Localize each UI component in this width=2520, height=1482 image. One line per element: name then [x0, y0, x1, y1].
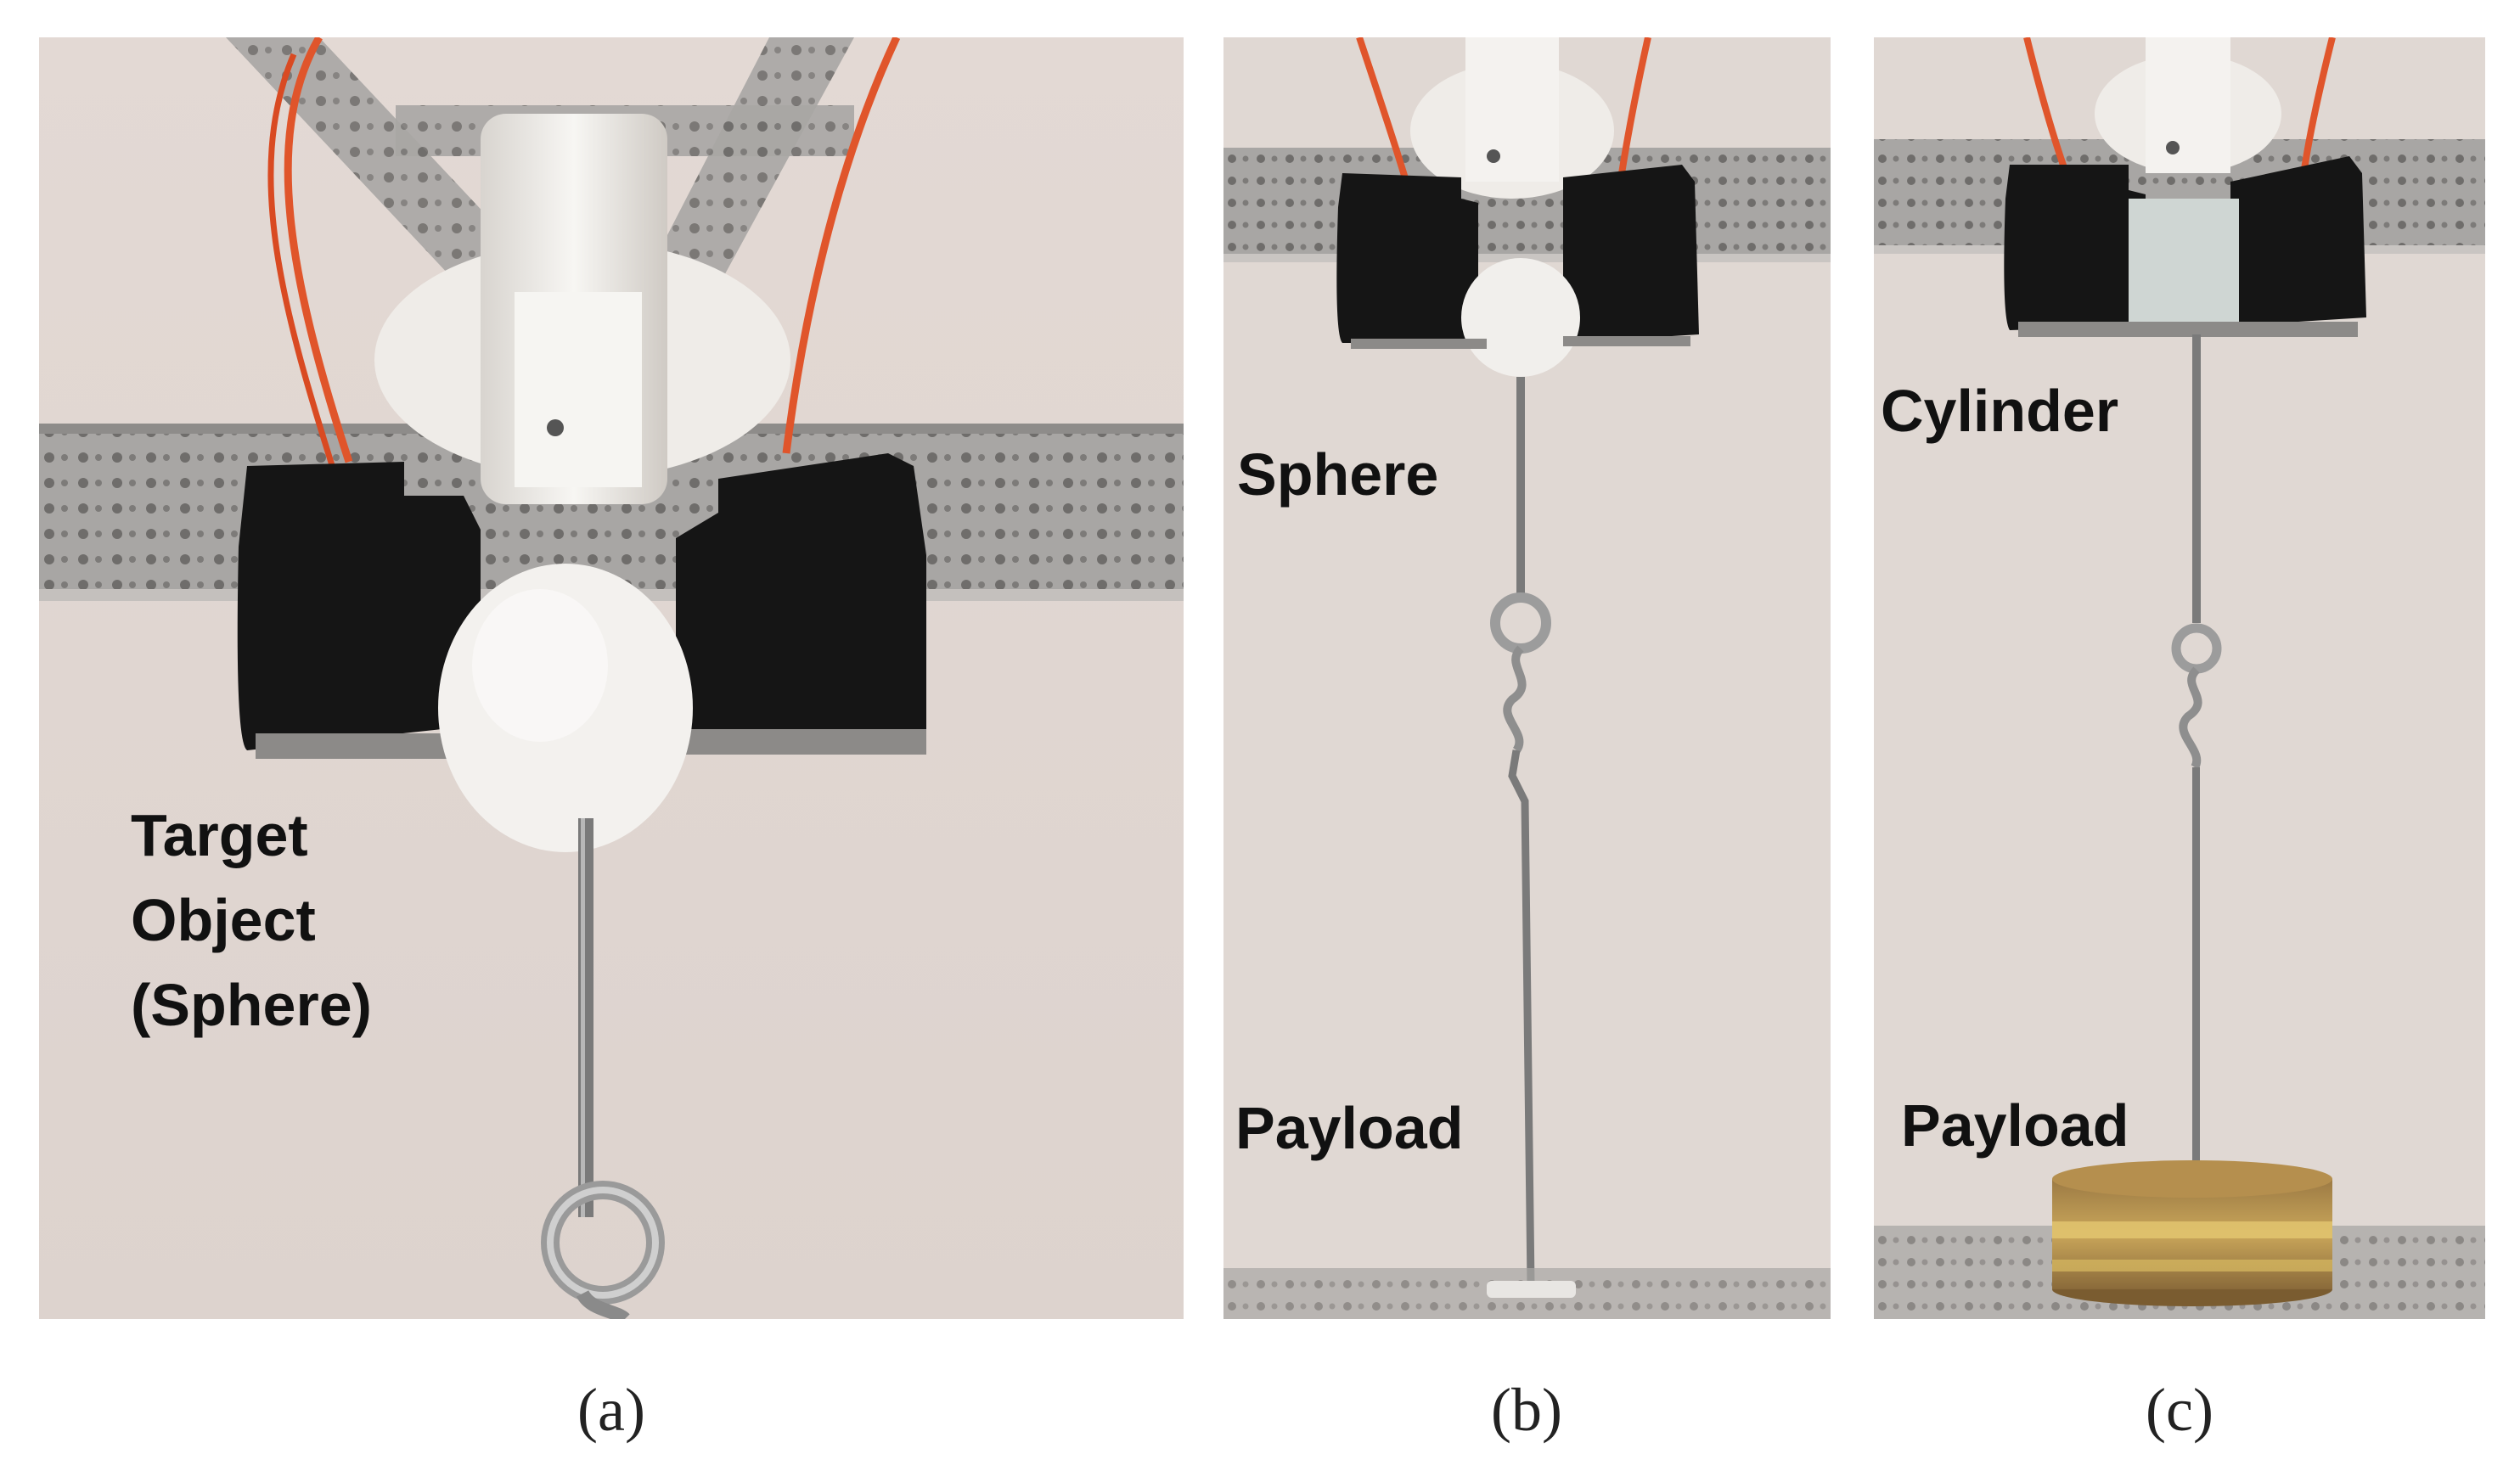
label-cylinder: Cylinder — [1881, 378, 2119, 444]
caption-c: (c) — [2146, 1376, 2213, 1444]
label-sphere: Sphere — [1237, 441, 1439, 508]
caption-a: (a) — [577, 1376, 645, 1444]
label-payload-c: Payload — [1901, 1092, 2129, 1159]
label-target: Target — [131, 802, 308, 868]
label-sphere-paren: (Sphere) — [131, 972, 372, 1038]
label-payload-b: Payload — [1235, 1095, 1464, 1161]
label-object: Object — [131, 887, 316, 953]
photo-c-cylinder-with-payload — [1874, 37, 2485, 1319]
photo-a-gripper-with-sphere — [39, 37, 1184, 1319]
photo-panel-a: Target Object (Sphere) — [39, 37, 1184, 1319]
photo-panel-b: Sphere Payload — [1223, 37, 1831, 1319]
caption-b: (b) — [1491, 1376, 1562, 1444]
photo-panel-c: Cylinder Payload — [1874, 37, 2485, 1319]
photo-b-sphere-with-payload — [1223, 37, 1831, 1319]
